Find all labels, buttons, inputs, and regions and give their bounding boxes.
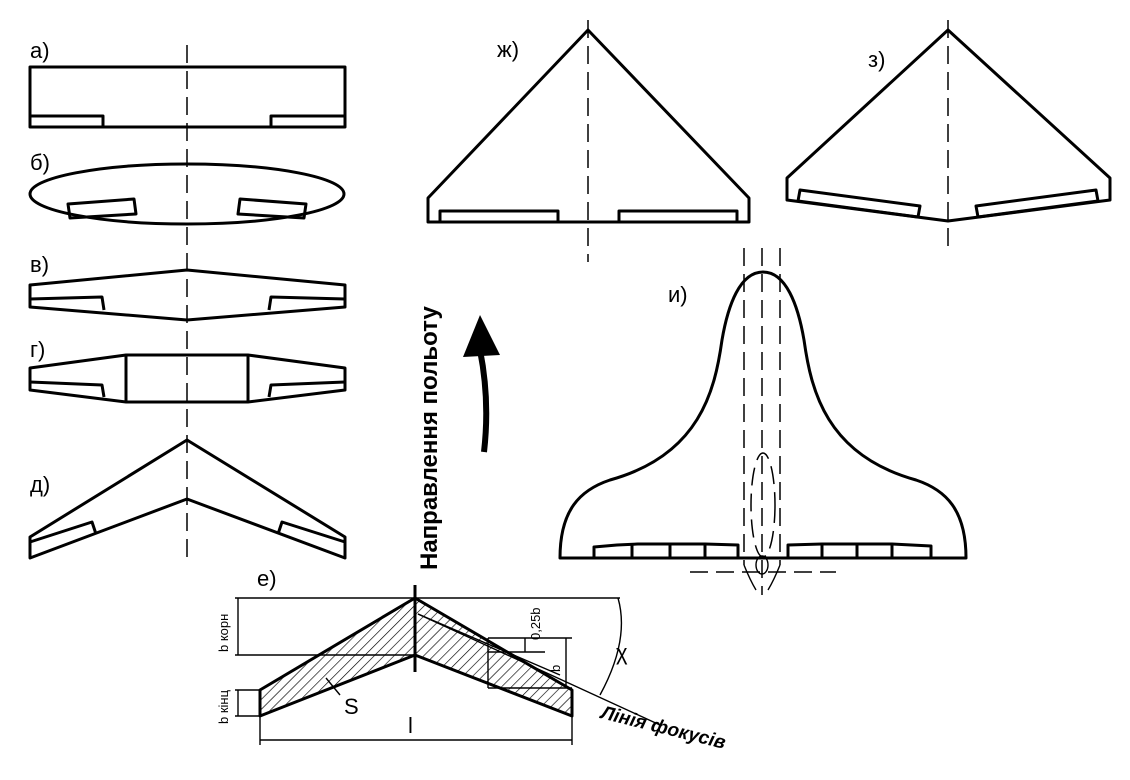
engine-nacelle (750, 452, 776, 558)
chord-label: b (548, 665, 563, 672)
flight-direction-label: Направлення польоту (416, 305, 443, 570)
b-root-label: b корн (216, 614, 231, 652)
flight-direction: Направлення польоту (416, 305, 500, 570)
wing-rectangular: а) (28, 38, 347, 129)
left-aileron (66, 197, 138, 220)
right-aileron (267, 295, 346, 311)
area-leader (325, 677, 341, 696)
delta-wing-outline (426, 28, 751, 224)
left-aileron (29, 295, 106, 311)
left-elevon (438, 209, 560, 224)
flight-arrow-head (463, 315, 500, 357)
nozzle-right-contour (767, 564, 781, 591)
label-zh: ж) (497, 37, 519, 62)
sweep-angle-arc (599, 597, 623, 696)
focus-line (417, 613, 661, 726)
delta-v-wing-outline (785, 28, 1112, 223)
label-e: е) (257, 566, 277, 591)
left-aileron (29, 380, 106, 398)
wing-ogival: и) (558, 248, 968, 595)
right-elevons (786, 542, 933, 560)
label-g: г) (30, 337, 45, 362)
wing-elliptical: б) (28, 150, 346, 226)
wing-delta-v-trailing: з) (785, 20, 1112, 248)
wing-geometry: е) b корн b кінц 0,25b b l S χ Лі (216, 566, 728, 754)
right-elevon (974, 188, 1100, 219)
flight-arrow-shaft (477, 349, 490, 453)
area-label: S (344, 694, 359, 719)
right-aileron (267, 380, 346, 398)
right-aileron (236, 197, 308, 220)
label-a: а) (30, 38, 50, 63)
right-elevon (617, 209, 739, 224)
sweep-angle-label: χ (616, 640, 628, 665)
left-elevon (796, 188, 922, 219)
label-z: з) (868, 47, 885, 72)
engine-nozzle (755, 555, 769, 575)
quarter-chord-label: 0,25b (528, 607, 543, 640)
label-d: д) (30, 472, 50, 497)
right-aileron (269, 114, 345, 127)
label-b: б) (30, 150, 50, 175)
focus-line-label: Лінія фокусів (597, 702, 728, 754)
nozzle-left-contour (743, 564, 757, 591)
b-tip-label: b кінц (216, 689, 231, 724)
label-i: и) (668, 282, 688, 307)
center-section-wing-outline (28, 353, 347, 404)
left-elevons (592, 542, 740, 560)
ogival-wing-outline (558, 270, 968, 560)
left-aileron (30, 114, 105, 127)
right-aileron (276, 520, 346, 544)
left-aileron (29, 520, 98, 544)
span-label: l (408, 713, 413, 738)
label-v: в) (30, 252, 49, 277)
wing-center-section: г) (28, 337, 347, 404)
wing-delta: ж) (426, 20, 751, 262)
